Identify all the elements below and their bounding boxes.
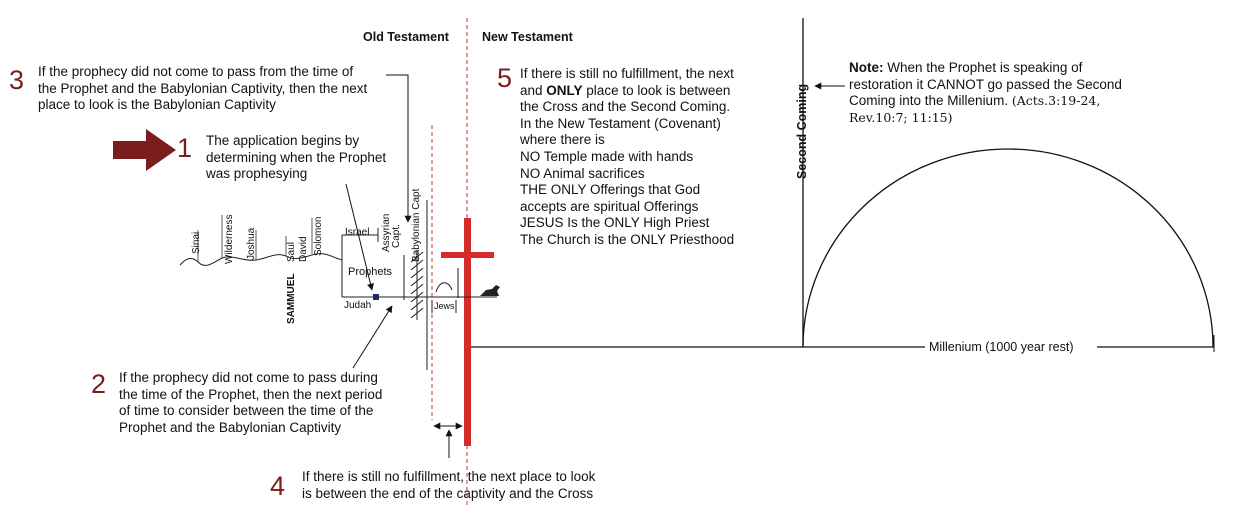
millenium-label: Millenium (1000 year rest) — [927, 339, 1076, 356]
note-5-emphasis: ONLY — [546, 82, 583, 98]
note-5-line: NO Animal sacrifices — [520, 165, 645, 181]
millenium-arc — [802, 148, 1214, 348]
note-5-line: the Cross and the Second Coming. — [520, 99, 731, 115]
label-prophets: Prophets — [348, 266, 393, 278]
label-sammuel: SAMMUEL — [286, 273, 297, 324]
old-testament-header: Old Testament — [363, 30, 449, 44]
right-arrow-icon — [113, 129, 176, 171]
return-arc — [435, 282, 453, 293]
jews-bracket — [431, 300, 457, 313]
note-1: The application begins by determining wh… — [206, 133, 386, 183]
note-5-line: accepts are spiritual Offerings — [520, 198, 699, 214]
note-reference: (Acts.3:19-24, — [1011, 93, 1101, 109]
kneeling-figure-icon — [480, 285, 500, 296]
note-5-line: The Church is the ONLY Priesthood — [520, 231, 735, 247]
note-text: When the Prophet is speaking of — [883, 60, 1083, 75]
step-number-3: 3 — [9, 65, 25, 95]
label-david: David — [298, 236, 309, 262]
note-text: Coming into the Millenium. — [849, 93, 1012, 109]
step-number-2: 2 — [91, 369, 107, 399]
note-5-text: place to look is between — [582, 82, 731, 98]
label-joshua: Joshua — [246, 227, 257, 260]
note3-pointer — [386, 74, 412, 223]
note-4: If there is still no fulfillment, the ne… — [302, 469, 595, 502]
captivity-hatch — [410, 250, 424, 320]
label-wilderness: Wilderness — [224, 214, 235, 264]
note-line: Rev.10:7; 11:15) — [849, 109, 953, 125]
label-saul: Saul — [286, 241, 297, 262]
note2-pointer — [352, 305, 393, 369]
note-4-line: is between the end of the captivity and … — [302, 485, 594, 501]
note-5-line: In the New Testament (Covenant) — [520, 115, 721, 131]
note-3-line: the Prophet and the Babylonian Captivity… — [38, 80, 368, 96]
note-5: If there is still no fulfillment, the ne… — [520, 66, 734, 249]
note-5-line: If there is still no fulfillment, the ne… — [520, 66, 734, 81]
step-number-4: 4 — [270, 471, 286, 501]
note-2-line: of time to consider between the time of … — [119, 403, 374, 419]
note-3-line: place to look is the Babylonian Captivit… — [38, 97, 276, 113]
cross-icon — [441, 218, 494, 446]
note-5-text: and — [520, 82, 547, 98]
label-jews: Jews — [434, 301, 455, 311]
prophet-marker — [373, 294, 379, 300]
note-1-line: was prophesying — [206, 166, 308, 182]
note1-pointer — [345, 183, 374, 291]
note-3: If the prophecy did not come to pass fro… — [38, 64, 367, 114]
note-5-line: NO Temple made with hands — [520, 148, 694, 164]
note-4-line: If there is still no fulfillment, the ne… — [302, 469, 596, 484]
note-line: restoration it CANNOT go passed the Seco… — [849, 76, 1122, 92]
note-2-line: Prophet and the Babylonian Captivity — [119, 419, 342, 435]
note-2-line: If the prophecy did not come to pass dur… — [119, 370, 378, 385]
note-5-line: where there is — [520, 132, 605, 148]
second-coming-label: Second Coming — [795, 83, 809, 179]
second-coming-note: Note: When the Prophet is speaking of re… — [849, 60, 1122, 126]
label-solomon: Solomon — [313, 216, 324, 256]
note-1-line: The application begins by — [206, 133, 360, 148]
note-1-line: determining when the Prophet — [206, 149, 387, 165]
label-sinai: Sinai — [191, 231, 202, 254]
label-judah: Judah — [344, 300, 372, 311]
note-line: Coming into the Millenium. (Acts.3:19-24… — [849, 93, 1122, 110]
note-line: Note: When the Prophet is speaking of — [849, 60, 1122, 77]
step-number-1: 1 — [177, 133, 193, 163]
label-babylonian-capt: Babylonian Capt — [411, 188, 422, 262]
note-5-line: THE ONLY Offerings that God — [520, 182, 701, 198]
step-number-5: 5 — [497, 63, 513, 93]
note-3-line: If the prophecy did not come to pass fro… — [38, 64, 354, 79]
note-5-line-only: and ONLY place to look is between — [520, 83, 734, 100]
note-2-line: the time of the Prophet, then the next p… — [119, 386, 383, 402]
label-israel: Israel — [345, 227, 370, 238]
note-2: If the prophecy did not come to pass dur… — [119, 370, 382, 436]
note-5-line: JESUS Is the ONLY High Priest — [520, 215, 710, 231]
label-capt: Capt. — [391, 224, 402, 248]
new-testament-header: New Testament — [482, 30, 573, 44]
note-label: Note: — [849, 60, 884, 75]
